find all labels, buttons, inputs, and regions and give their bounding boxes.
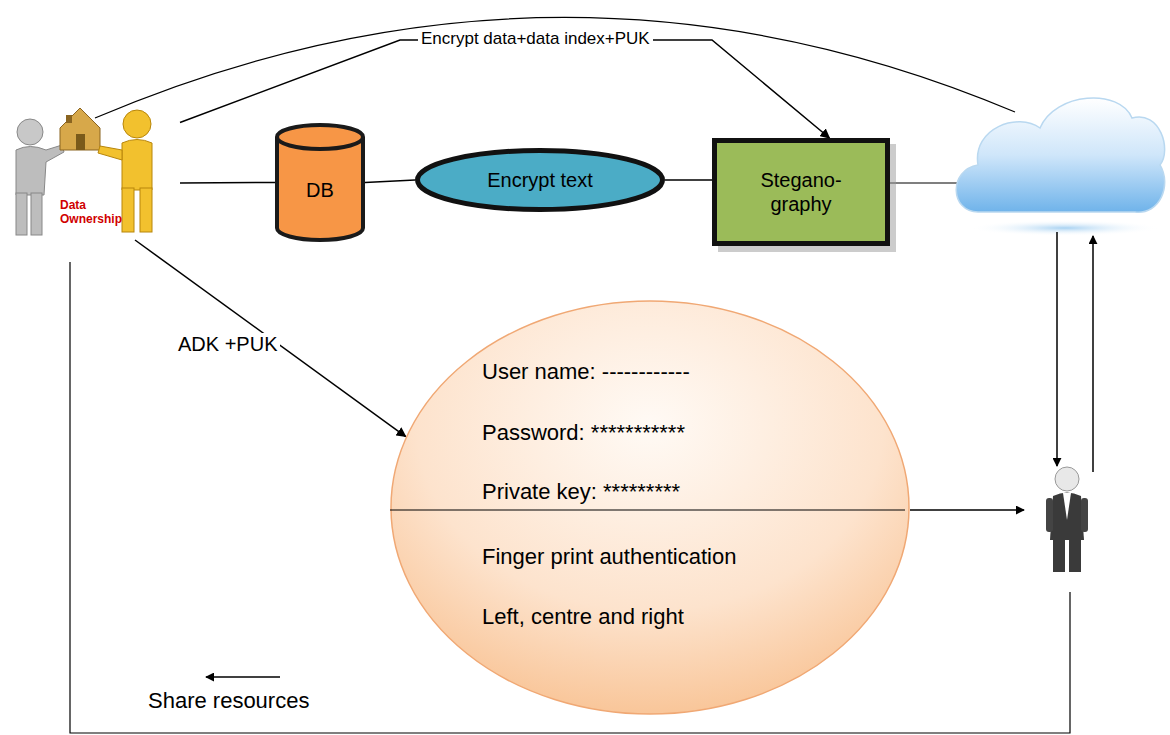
node-text: Left, centre and right (482, 604, 684, 630)
process-ellipse: Encrypt text (415, 148, 665, 212)
node-text: Encrypt text (487, 168, 593, 192)
user-figure (1046, 467, 1088, 572)
share-arrow (206, 676, 280, 678)
owner-actor: Data Ownership (0, 95, 180, 240)
cylinder-rim (277, 137, 363, 149)
ellipse-shape (418, 151, 663, 210)
cloud-icon (956, 98, 1164, 212)
edge-label: ADK +PUK (175, 333, 280, 356)
upload-line (890, 182, 962, 183)
node-text: Data Ownership (60, 198, 132, 227)
node-text: User name: ------------ (482, 359, 690, 385)
free-label: Share resources (148, 688, 309, 714)
node-text: Stegano- graphy (741, 168, 861, 216)
connector (180, 182, 275, 184)
connector (180, 40, 829, 138)
node-outline (712, 138, 890, 246)
edge-label: Encrypt data+data index+PUK (418, 29, 653, 49)
cloud-shadow (970, 220, 1160, 236)
upload-arrow (1092, 236, 1094, 472)
node-text: Private key: ********* (482, 479, 680, 505)
login-circle: User name: ------------ Password: *******… (390, 300, 910, 715)
cylinder-body (277, 125, 363, 240)
access-arrow (910, 509, 1024, 511)
connector (135, 240, 406, 437)
owner-figures (16, 108, 152, 235)
download-arrow (1056, 232, 1058, 466)
divider-line (390, 510, 905, 511)
share-loop (70, 262, 1070, 733)
connector (665, 179, 712, 181)
node-text: DB (306, 178, 334, 202)
box-shape (715, 141, 888, 244)
node-text: Finger print authentication (482, 544, 736, 570)
process-box: Stegano- graphy (712, 138, 890, 246)
database-cylinder: DB (275, 125, 365, 240)
node-text: Password: *********** (482, 420, 685, 446)
connector (365, 180, 415, 183)
circle-shape (391, 301, 909, 714)
